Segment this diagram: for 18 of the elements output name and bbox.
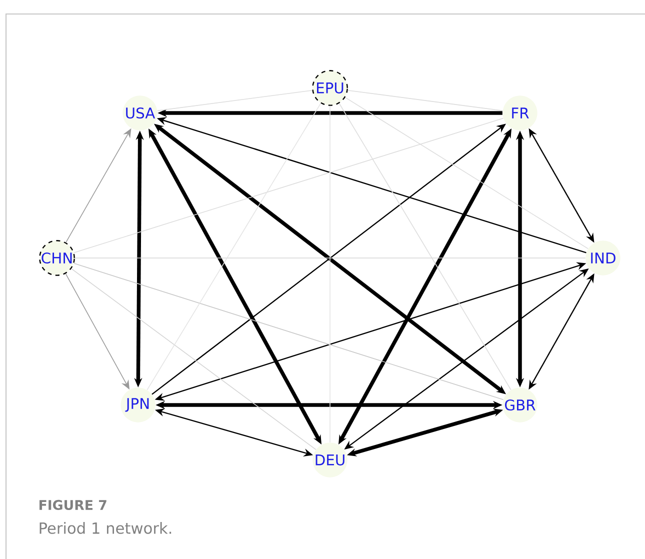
network-node: CHN [39, 240, 75, 276]
network-node: IND [586, 240, 620, 276]
link-line [74, 118, 504, 254]
network-node: GBR [502, 388, 538, 422]
link-line [338, 102, 512, 390]
network-node: DEU [312, 442, 348, 478]
figure-number: FIGURE 7 [40, 500, 106, 510]
network-node: EPU [312, 70, 348, 106]
link-line [344, 97, 588, 250]
network-node: USA [122, 96, 158, 130]
caption: Period 1 network. [40, 522, 172, 534]
network-node: JPN [120, 388, 156, 422]
network-node: FR [502, 96, 538, 130]
link-line [157, 90, 313, 112]
link-line [71, 268, 316, 450]
link-line [74, 263, 504, 400]
link-line [146, 102, 322, 390]
link-line [347, 90, 503, 112]
